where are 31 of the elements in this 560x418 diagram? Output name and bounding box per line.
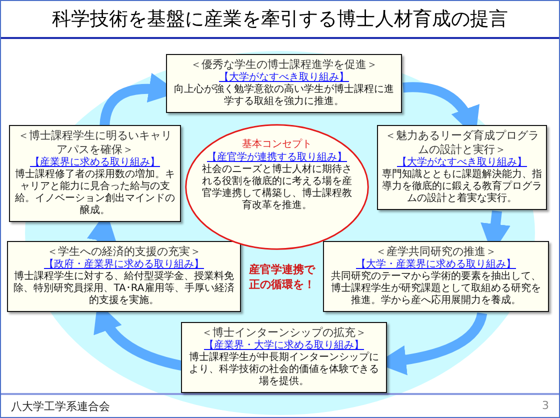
proposal-box [7, 241, 241, 312]
slogan-text: 産官学連携で正の循環を！ [248, 263, 316, 293]
action-label: 【産業界に求める取り組み】 [30, 156, 160, 168]
box-heading: ＜博士課程学生に明るいキャリアパスを確保＞ [17, 129, 173, 156]
action-label: 【大学がなすべき取り組み】 [219, 72, 349, 84]
description-text: 博士課程学生に対する、給付型奨学金、授業料免除、特別研究員採用、TA･RA雇用等、手厚い経済的支援を実施。 [12, 271, 236, 308]
concept-heading: 基本コンセプト [242, 139, 312, 152]
proposal-box [377, 125, 547, 210]
box-heading: ＜学生への経済的支援の充実＞ [47, 245, 201, 258]
description-text: 専門知識とともに課題解決能力、指導力を徹底的に鍛える教育プログラムの設計と着実な実行。 [382, 169, 542, 205]
description-text: 博士課程学生が中長期インターンシップにより、科学技術の社会的価値を体験できる場を提供。 [188, 352, 380, 388]
proposal-box [166, 54, 402, 114]
action-label: 【大学がなすべき取り組み】 [397, 156, 527, 168]
box-heading: ＜産学共同研究の推進＞ [376, 245, 496, 258]
organization-name: 八大学工学系連合会 [11, 399, 110, 414]
description-text: 共同研究のテーマから学術的要素を抽出して、博士課程学生が研究課題として取組める研究を推進。学から産へ応用展開力を養成。 [330, 271, 542, 308]
page-number: 3 [542, 399, 549, 412]
action-label: 【産官学が連携する取り組み】 [207, 152, 347, 164]
proposal-box [323, 241, 549, 312]
proposal-box [9, 125, 181, 222]
box-heading: ＜優秀な学生の博士課程進学を促進＞ [190, 58, 378, 72]
description-text: 社会のニーズと博士人材に期待される役割を徹底的に考える場を産官学連携して構築し、博士課程教育改革を推進。 [202, 164, 352, 212]
box-heading: ＜魅力あるリーダ育成プログラムの設計と実行＞ [384, 129, 540, 156]
action-label: 【大学・産業界に求める取り組み】 [356, 258, 516, 270]
action-label: 【産業界・大学に求める取り組み】 [204, 340, 364, 352]
proposal-box [181, 322, 387, 394]
box-heading: ＜博士インターンシップの拡充＞ [202, 326, 366, 340]
description-text: 博士課程修了者の採用数の増加。キャリアと能力に見合った給与の支給。イノベーション創出マインドの醸成。 [14, 169, 176, 217]
description-text: 向上心が強く勉学意欲の高い学生が博士課程に進学する取組を強力に推進。 [173, 84, 395, 108]
slide-title: 科学技術を基盤に産業を牽引する博士人材育成の提言 [52, 7, 508, 32]
action-label: 【政府・産業界に求める取り組み】 [44, 258, 204, 270]
